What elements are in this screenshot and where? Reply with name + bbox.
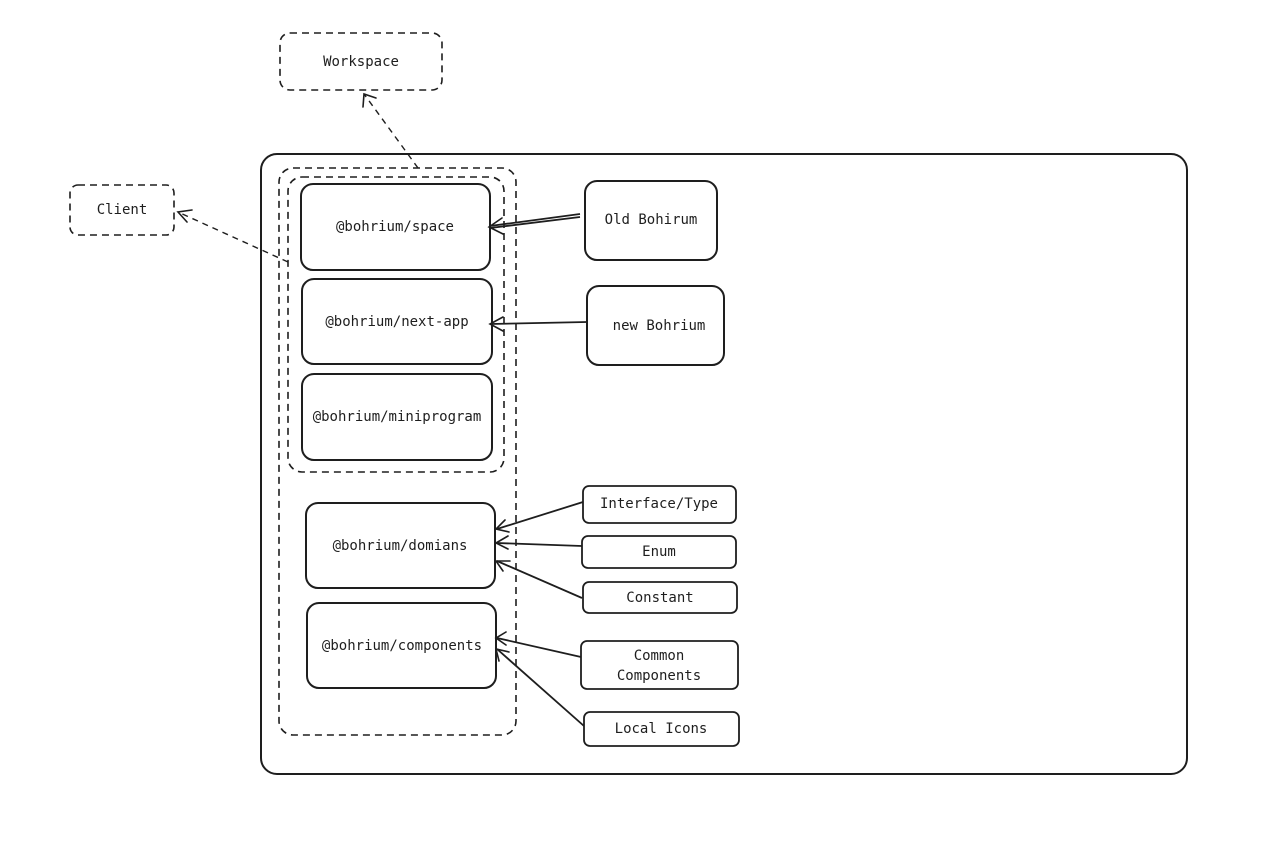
common-components-label-line1: Common	[634, 648, 685, 664]
common-components-node: Common Components	[580, 640, 739, 690]
package-miniprogram-label: @bohrium/miniprogram	[313, 409, 482, 425]
apps-dashed-group	[287, 176, 505, 473]
package-domians: @bohrium/domians	[305, 502, 496, 589]
arrow-old-bohrium-to-space	[487, 213, 581, 235]
local-icons-node: Local Icons	[583, 711, 740, 747]
package-space: @bohrium/space	[300, 183, 491, 271]
new-bohrium-node: new Bohrium	[586, 285, 725, 366]
package-space-label: @bohrium/space	[336, 219, 454, 235]
local-icons-label: Local Icons	[615, 721, 708, 737]
package-miniprogram: @bohrium/miniprogram	[301, 373, 493, 461]
arrow-interface-type-to-domians	[494, 501, 584, 533]
interface-type-node: Interface/Type	[582, 485, 737, 524]
constant-label: Constant	[626, 590, 693, 606]
interface-type-label: Interface/Type	[600, 496, 718, 512]
enum-label: Enum	[642, 544, 676, 560]
arrow-to-workspace	[362, 92, 419, 169]
enum-node: Enum	[581, 535, 737, 569]
package-domians-label: @bohrium/domians	[333, 538, 468, 554]
old-bohrium-node: Old Bohirum	[584, 180, 718, 261]
arrow-to-client	[176, 209, 289, 263]
arrow-common-components-to-components	[494, 631, 582, 658]
workspace-node: Workspace	[279, 32, 443, 91]
outer-frame	[260, 153, 1188, 775]
constant-node: Constant	[582, 581, 738, 614]
client-label: Client	[97, 202, 148, 218]
package-components: @bohrium/components	[306, 602, 497, 689]
package-components-label: @bohrium/components	[322, 638, 482, 654]
package-next-app: @bohrium/next-app	[301, 278, 493, 365]
arrow-new-bohrium-to-next-app	[488, 316, 588, 332]
arrow-local-icons-to-components	[494, 647, 585, 727]
arrow-enum-to-domians	[494, 535, 583, 550]
client-node: Client	[69, 184, 175, 236]
new-bohrium-label: new Bohrium	[613, 318, 706, 334]
workspace-label: Workspace	[323, 54, 399, 70]
old-bohrium-label: Old Bohirum	[605, 212, 698, 228]
common-components-label-line2: Components	[617, 668, 701, 684]
package-next-app-label: @bohrium/next-app	[325, 314, 468, 330]
arrow-constant-to-domians	[494, 560, 583, 599]
